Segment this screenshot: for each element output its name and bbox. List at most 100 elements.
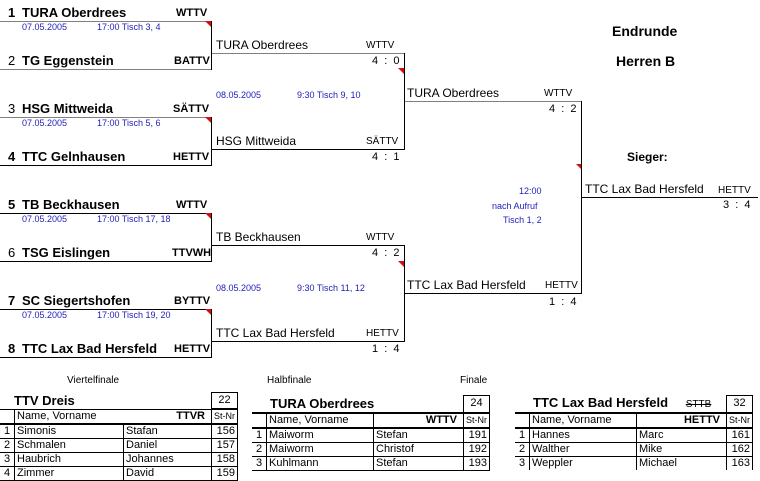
roster-association: HETTV (636, 411, 727, 429)
team-association: BYTTV (174, 295, 211, 307)
player-row: 2 Maiworm Christof 192 (252, 442, 490, 457)
label-semi-final: Halbfinale (267, 375, 312, 386)
match-date: 07.05.2005 (22, 310, 68, 320)
player-row: 1 Simonis Stafan 156 (0, 424, 238, 439)
player-number: 162 (726, 442, 753, 457)
player-last-name: Walther (529, 442, 637, 457)
comment-marker-icon (205, 309, 211, 315)
match-date: 08.05.2005 (216, 90, 262, 100)
player-row: 2 Schmalen Daniel 157 (0, 438, 238, 453)
player-row: 1 Hannes Marc 161 (515, 427, 753, 443)
roster-table: TTC Lax Bad Hersfeld STTB 32 Name, Vorna… (515, 395, 753, 470)
match-date: 08.05.2005 (216, 283, 262, 293)
match-time-table: 17:00 Tisch 3, 4 (97, 22, 161, 32)
label-final: Finale (460, 375, 488, 386)
seed-number: 5 (8, 197, 16, 212)
player-last-name: Weppler (532, 456, 573, 469)
team-association: HETTV (173, 151, 210, 163)
roster-team-name: TTV Dreis (14, 393, 75, 408)
team-name: TTC Lax Bad Hersfeld (22, 341, 158, 356)
seed-number: 4 (8, 149, 16, 164)
roster-team-number: 22 (211, 392, 238, 410)
player-number: 161 (726, 427, 753, 443)
team-name: TURA Oberdrees (216, 38, 309, 52)
match-date: 07.05.2005 (22, 22, 68, 32)
winner-team-name: TTC Lax Bad Hersfeld (585, 182, 704, 196)
match-score: 4 : 1 (372, 151, 400, 163)
player-last-name: Maiworm (266, 427, 374, 443)
player-last-name: Zimmer (14, 466, 124, 481)
roster-table: TURA Oberdrees 24 Name, Vorname WTTV St-… (252, 395, 490, 471)
team-association: SÄTTV (173, 103, 210, 115)
final-score: 3 : 4 (723, 199, 751, 211)
match-time-table: 9:30 Tisch 9, 10 (297, 90, 361, 100)
comment-marker-icon (576, 164, 582, 170)
player-number: 191 (463, 427, 490, 443)
column-header-stnr: St-Nr (726, 411, 753, 429)
team-association: WTTV (366, 232, 395, 243)
team-name: SC Siegertshofen (22, 293, 131, 308)
player-first-name: Stefan (373, 427, 464, 443)
match-time-table: 17:00 Tisch 19, 20 (97, 310, 171, 320)
winner-label: Sieger: (627, 150, 668, 164)
final-table: Tisch 1, 2 (503, 215, 542, 225)
team-name: HSG Mittweida (216, 134, 297, 148)
team-association: WTTV (366, 40, 395, 51)
comment-marker-icon (205, 21, 211, 27)
player-number: 158 (211, 452, 238, 467)
player-first-name: Johannes (123, 452, 212, 467)
team-association: HETTV (545, 280, 578, 291)
seed-number: 6 (8, 245, 16, 260)
player-first-name: Stefan (373, 456, 464, 471)
roster-table: TTV Dreis 22 Name, Vorname TTVR St-Nr 1 … (0, 392, 238, 481)
player-first-name: Stafan (123, 424, 212, 439)
player-row: 4 Zimmer David 159 (0, 466, 238, 481)
player-number: 192 (463, 442, 490, 457)
match-score: 1 : 4 (372, 343, 400, 355)
player-first-name: Michael (636, 456, 727, 470)
player-last-name: Kuhlmann (266, 456, 374, 471)
seed-number: 8 (8, 341, 16, 356)
team-association: WTTV (176, 199, 208, 211)
team-name: TTC Gelnhausen (22, 149, 126, 164)
team-name: TTC Lax Bad Hersfeld (407, 278, 526, 292)
column-header-stnr: St-Nr (463, 411, 490, 429)
seed-number: 3 (8, 101, 16, 116)
player-first-name: David (123, 466, 212, 481)
match-time-table: 17:00 Tisch 5, 6 (97, 118, 161, 128)
player-row: 3 Kuhlmann Stefan 193 (252, 456, 490, 471)
team-association: SÄTTV (366, 136, 399, 147)
match-score: 4 : 0 (372, 55, 400, 67)
player-number: 159 (211, 466, 238, 481)
seed-number: 2 (8, 53, 16, 68)
player-number: 193 (463, 456, 490, 471)
player-number: 156 (211, 424, 238, 439)
team-association: WTTV (544, 88, 573, 99)
page-subtitle: Herren B (616, 53, 676, 69)
comment-marker-icon (205, 117, 211, 123)
roster-team-number: 32 (726, 395, 753, 414)
match-time-table: 9:30 Tisch 11, 12 (297, 283, 365, 293)
roster-association: WTTV (373, 411, 464, 429)
seed-number: 7 (8, 293, 16, 308)
roster-team-number: 24 (463, 395, 490, 414)
team-name: TURA Oberdrees (22, 5, 127, 20)
team-name: TSG Eislingen (22, 245, 111, 260)
player-first-name: Mike (636, 442, 727, 457)
team-name: HSG Mittweida (22, 101, 114, 116)
team-name: TB Beckhausen (22, 197, 120, 212)
player-last-name: Maiworm (266, 442, 374, 457)
player-row: 3 Haubrich Johannes 158 (0, 452, 238, 467)
team-association: HETTV (174, 343, 211, 355)
roster-association: TTVR (123, 408, 212, 425)
team-name: TG Eggenstein (22, 53, 114, 68)
player-number: 157 (211, 438, 238, 453)
team-association: HETTV (366, 328, 399, 339)
column-header-name: Name, Vorname (529, 411, 637, 429)
team-name: TURA Oberdrees (407, 86, 500, 100)
team-association: WTTV (176, 7, 208, 19)
player-last-name: Hannes (529, 427, 637, 443)
final-note: nach Aufruf (492, 201, 538, 211)
column-header-name: Name, Vorname (266, 411, 374, 429)
player-last-name: Schmalen (14, 438, 124, 453)
